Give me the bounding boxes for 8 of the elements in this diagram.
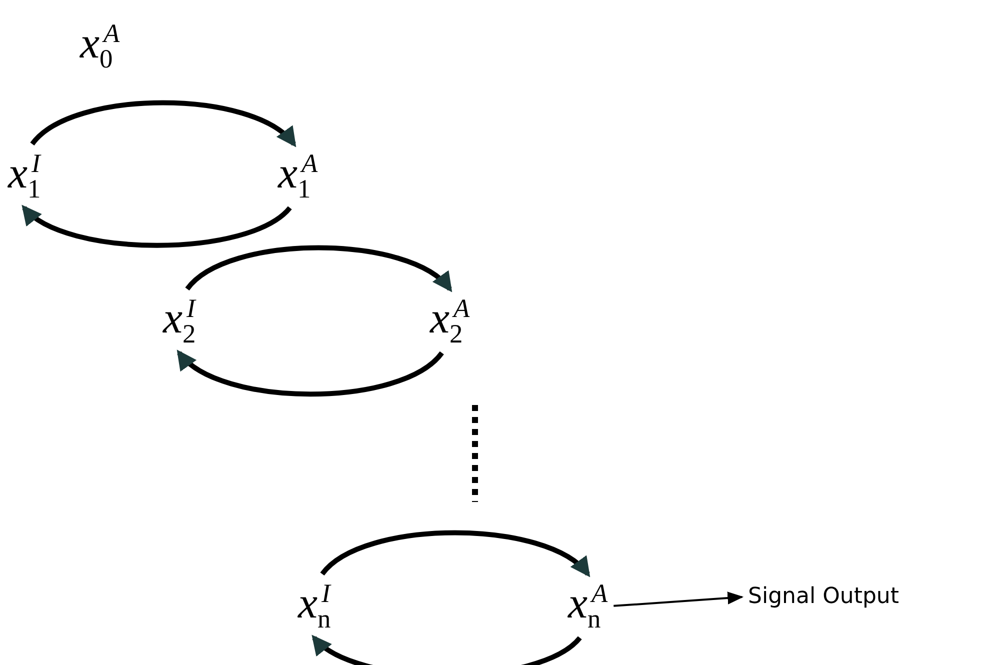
arrow xyxy=(21,205,292,248)
arrow xyxy=(311,635,582,665)
arrow xyxy=(320,530,591,577)
output-label: Signal Output xyxy=(748,586,899,608)
arrow xyxy=(176,350,444,397)
arrow xyxy=(614,592,744,607)
arrow xyxy=(185,245,453,292)
arrow xyxy=(30,100,297,147)
